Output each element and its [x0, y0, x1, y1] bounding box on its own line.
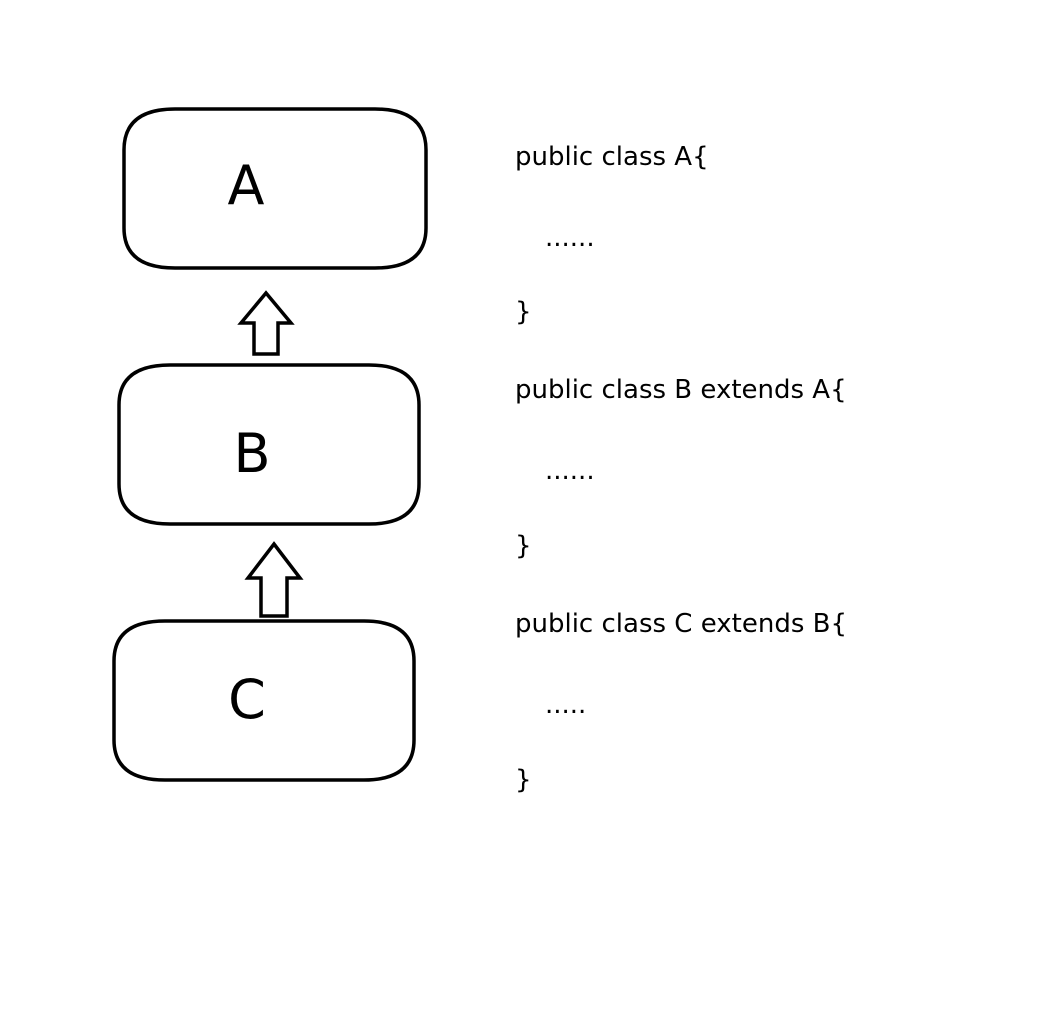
class-box-b: B	[117, 363, 421, 526]
class-a-close-brace: }	[515, 297, 532, 327]
class-b-declaration: public class B extends A{	[515, 375, 847, 405]
class-c-close-brace: }	[515, 765, 532, 795]
class-box-a-shape	[122, 107, 428, 270]
class-a-body: ......	[545, 223, 595, 253]
inheritance-arrow-c-to-b	[244, 541, 304, 618]
class-c-declaration: public class C extends B{	[515, 609, 848, 639]
class-a-declaration: public class A{	[515, 142, 709, 172]
class-box-c: C	[112, 619, 416, 782]
class-b-close-brace: }	[515, 531, 532, 561]
inheritance-arrow-b-to-a	[237, 290, 295, 356]
class-box-c-label: C	[228, 668, 266, 731]
class-box-a: A	[122, 107, 428, 270]
class-box-b-shape	[117, 363, 421, 526]
class-c-body: .....	[545, 690, 587, 720]
class-box-c-shape	[112, 619, 416, 782]
class-box-b-label: B	[233, 422, 270, 485]
class-b-body: ......	[545, 456, 595, 486]
class-box-a-label: A	[228, 154, 265, 217]
